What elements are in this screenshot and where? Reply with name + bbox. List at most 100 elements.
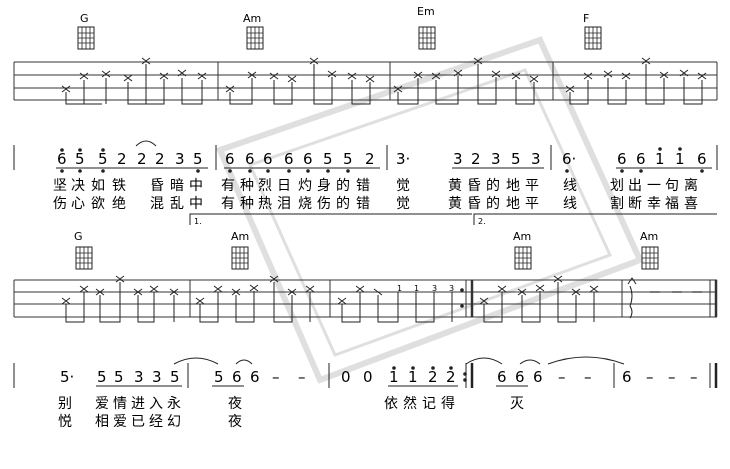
note: – [690, 368, 698, 386]
note: 3 [152, 368, 162, 386]
lyrics1-row1: 坚 决 如 铁 昏 暗 中 有 种 烈 日 灼 身 的 错 觉 黄 昏 的 地 … [53, 177, 698, 194]
note: 1 [389, 368, 399, 386]
lyric: 黄 [448, 195, 462, 212]
lyric: 爱 [95, 396, 109, 412]
note: 0 [341, 368, 351, 386]
lyric: 离 [684, 177, 698, 194]
lyric: 地 [506, 178, 520, 194]
lyric: 如 [91, 178, 105, 194]
note: 6 [250, 368, 260, 386]
note: 6 [303, 150, 313, 168]
note: 6 [515, 368, 525, 386]
lyric: 混 [150, 196, 164, 212]
number-marks-row2 [96, 356, 625, 387]
lyric: 的 [486, 196, 500, 212]
rhythm-row1 [65, 64, 703, 105]
note: 3 [531, 150, 541, 168]
note: 2 [137, 150, 147, 168]
lyric: 幸 [647, 196, 661, 212]
note: 3· [396, 150, 410, 168]
lyric: 然 [403, 395, 417, 412]
lyric: 相 [95, 414, 109, 430]
note: 2 [365, 150, 375, 168]
chord-em-row1: Em [417, 5, 436, 50]
lyric: 的 [336, 196, 350, 212]
lyrics2-row1: 伤 心 欲 绝 混 乱 中 有 种 热 泪 烧 伤 的 错 觉 黄 昏 的 地 … [53, 195, 698, 212]
lyrics1-row2: 别 爱 情 进 入 永 夜 依 然 记 得 灭 [58, 395, 524, 412]
note: 6 [617, 150, 627, 168]
lyric: 欲 [91, 196, 105, 212]
chord-f-row1: F [583, 12, 602, 50]
lyric: 别 [58, 396, 72, 412]
chord-g-row2: G [74, 230, 93, 270]
chord-name: Em [417, 5, 435, 18]
note: 3 [453, 150, 463, 168]
lyric: 的 [336, 178, 350, 194]
chord-name: Am [243, 12, 261, 25]
lyric: 昏 [150, 178, 164, 194]
note: 5 [323, 150, 333, 168]
lyrics2-row2: 悦 相 爱 已 经 幻 夜 [58, 414, 242, 430]
lyric: 决 [71, 178, 85, 194]
lyric: 中 [189, 196, 203, 212]
lyric: 入 [149, 396, 163, 412]
lyric: 日 [277, 178, 291, 194]
lyric: 爱 [113, 414, 127, 430]
lyric: 经 [149, 414, 163, 430]
chord-g-row1: G [77, 12, 95, 50]
tab-digit: 1 [397, 284, 402, 293]
lyric: 线 [563, 196, 577, 212]
tab-digits-row2: 1 1 3 3 [397, 284, 454, 293]
lyric: 昏 [467, 196, 481, 212]
chord-name: G [74, 230, 83, 243]
chord-am-row1: Am [243, 12, 264, 50]
note: 6 [57, 150, 67, 168]
lyric: 记 [422, 396, 436, 412]
note: 5 [98, 150, 108, 168]
lyric: 乱 [170, 196, 184, 212]
note: 6 [263, 150, 273, 168]
chord-name: Am [640, 230, 658, 243]
tab-digit: 3 [432, 284, 437, 293]
note: 2 [471, 150, 481, 168]
lyric: 进 [131, 396, 145, 412]
lyric: 福 [665, 196, 679, 212]
note: – [298, 368, 306, 386]
note: 6 [533, 368, 543, 386]
lyric: 线 [563, 178, 577, 194]
lyric: 依 [384, 396, 398, 412]
lyric: 悦 [58, 414, 72, 430]
note: 5 [214, 368, 224, 386]
note: 6 [622, 368, 632, 386]
row2: G Am Am Am [13, 230, 718, 430]
lyric: 错 [356, 178, 370, 194]
tab-strum-marks-row1 [61, 57, 707, 93]
lyric: 句 [665, 178, 679, 194]
lyric: 的 [486, 178, 500, 194]
note: 3 [175, 150, 185, 168]
lyric: 灼 [298, 178, 312, 194]
lyric: 喜 [684, 196, 698, 212]
note: 5 [114, 368, 124, 386]
chord-name: G [80, 12, 89, 25]
lyric: 身 [317, 178, 331, 194]
note: 0 [363, 368, 373, 386]
lyric: 觉 [396, 196, 410, 212]
note: 5 [170, 368, 180, 386]
lyric: 种 [240, 178, 254, 194]
tab-staff-row2 [13, 279, 718, 318]
lyric: 坚 [53, 178, 67, 194]
note: 6 [225, 150, 235, 168]
lyric: 心 [71, 196, 85, 212]
number-bars-row1 [13, 145, 718, 170]
lyric: 已 [131, 414, 145, 430]
number-bars-row2 [13, 363, 718, 388]
lyric: 情 [113, 396, 127, 412]
note: 5 [343, 150, 353, 168]
note: 2 [155, 150, 165, 168]
chord-name: Am [231, 230, 249, 243]
note: 2 [117, 150, 127, 168]
tab-strum-marks-row2 [61, 275, 637, 319]
note: 2 [428, 368, 438, 386]
